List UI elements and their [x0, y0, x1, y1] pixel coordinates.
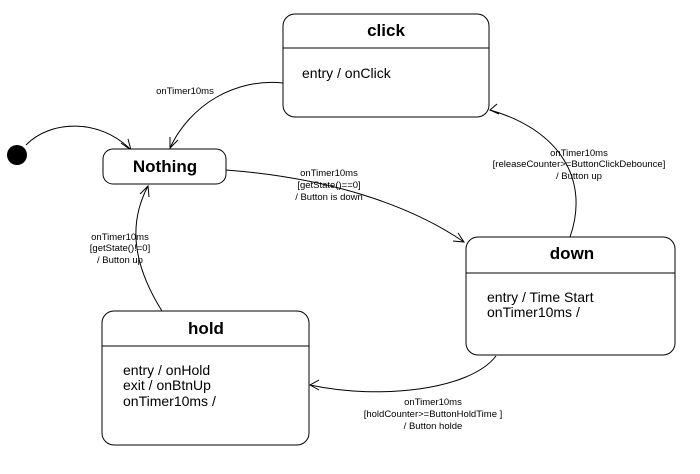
transition-label: / Button is down: [295, 192, 363, 203]
state-down-box: [465, 236, 676, 356]
transition-label: onTimer10ms: [550, 148, 608, 159]
state-down-name: down: [550, 244, 594, 263]
down-to-click-arrowhead: [489, 103, 500, 115]
transition-label-hold-to-nothing: onTimer10ms [getState()!=0] / Button up: [90, 232, 150, 266]
transition-label: [holdCounter>=ButtonHoldTime ]: [364, 409, 503, 420]
transition-label: [releaseCounter>=ButtonClickDebounce]: [493, 159, 666, 170]
hold-to-nothing-arrowhead: [139, 184, 150, 198]
transition-label-down-to-hold: onTimer10ms [holdCounter>=ButtonHoldTime…: [364, 397, 503, 432]
state-hold-action: exit / onBtnUp: [123, 377, 211, 393]
state-click: click entry / onClick: [282, 13, 490, 118]
down-to-hold-arrowhead: [308, 379, 320, 391]
state-hold-name: hold: [188, 319, 224, 338]
initial-transition-arrowhead: [120, 138, 132, 152]
state-click-action: entry / onClick: [302, 65, 392, 81]
state-hold-action: entry / onHold: [123, 362, 210, 378]
transition-label: onTimer10ms: [91, 232, 149, 243]
down-to-click-arrow: [489, 109, 577, 238]
click-to-nothing-arrowhead: [169, 137, 179, 150]
nothing-to-down-arrow: [225, 169, 465, 243]
initial-transition-arrow: [25, 125, 132, 151]
transition-label-down-to-click: onTimer10ms [releaseCounter>=ButtonClick…: [493, 148, 666, 182]
transition-label: onTimer10ms: [300, 168, 358, 179]
state-nothing-box: [102, 148, 227, 185]
transition-label: onTimer10ms: [404, 397, 462, 408]
click-to-nothing-arrow: [169, 81, 284, 149]
state-click-name: click: [367, 21, 405, 40]
state-hold-action: onTimer10ms /: [123, 393, 216, 409]
state-nothing: Nothing: [102, 148, 227, 185]
nothing-to-down-arrowhead: [452, 232, 465, 243]
state-hold-box: [101, 310, 310, 446]
hold-to-nothing-arrow: [135, 185, 163, 312]
state-down: down entry / Time Start onTimer10ms /: [465, 236, 676, 356]
state-down-action: entry / Time Start: [487, 289, 594, 305]
transition-label: / Button up: [97, 255, 143, 266]
state-down-action: onTimer10ms /: [487, 304, 580, 320]
state-nothing-name: Nothing: [133, 157, 197, 176]
state-hold: hold entry / onHold exit / onBtnUp onTim…: [101, 310, 310, 446]
transition-label-nothing-to-down: onTimer10ms [getState()==0] / Button is …: [295, 168, 363, 203]
transition-label: [getState()==0]: [297, 180, 360, 191]
initial-state-dot: [7, 145, 27, 165]
transition-label: onTimer10ms: [156, 86, 214, 97]
transition-label: / Button holde: [404, 421, 463, 432]
down-to-hold-arrow: [309, 355, 497, 393]
transition-label: [getState()!=0]: [90, 243, 150, 254]
state-click-box: [282, 13, 490, 118]
transition-label: / Button up: [556, 171, 602, 182]
